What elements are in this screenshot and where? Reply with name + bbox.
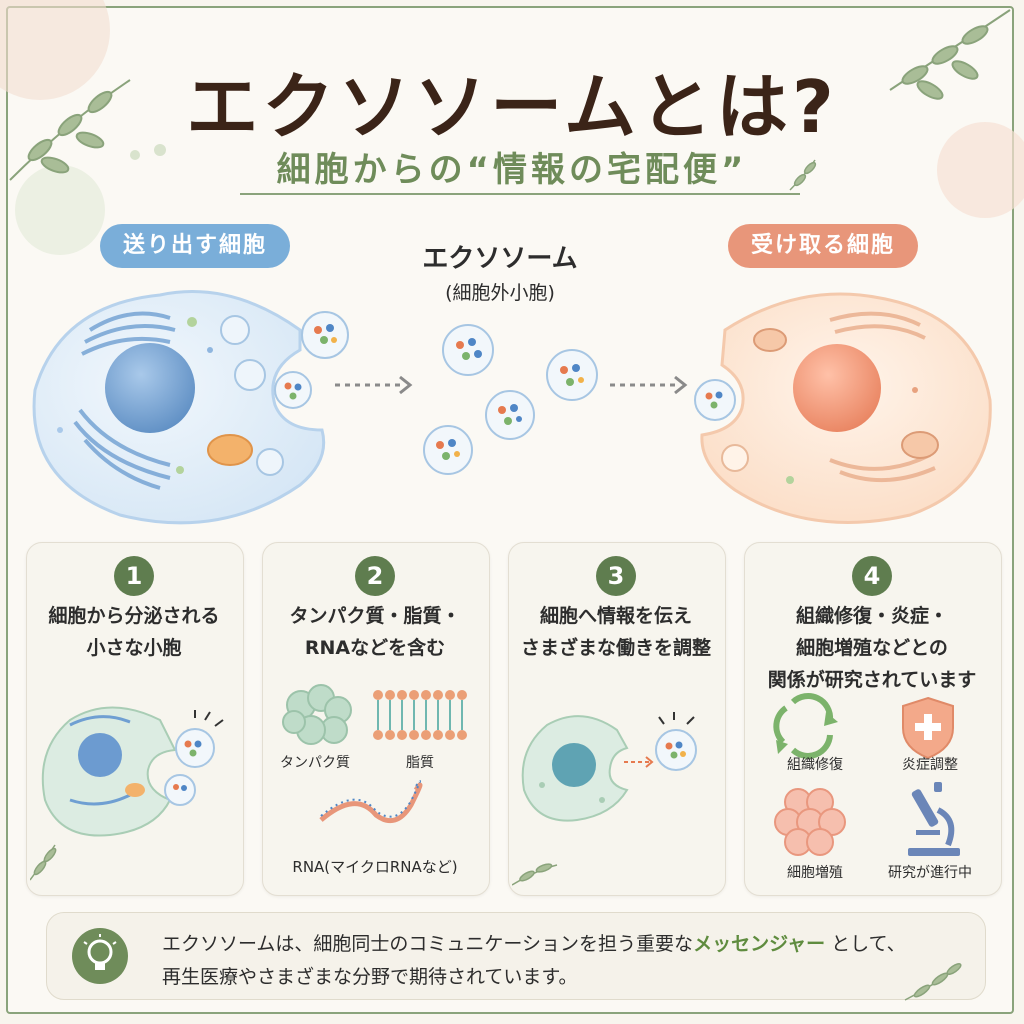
protein-icon [282,684,352,745]
repair-label: 組織修復 [787,757,843,773]
leaf-branch-icon [889,9,1011,100]
cell-cluster-icon [774,788,846,856]
page-title: エクソソームとは? [186,65,838,149]
nucleus-icon [793,344,881,432]
summary-box [46,912,986,1000]
arrow-right-icon [335,375,688,395]
sender-cell [32,290,326,525]
research-area-icons [773,693,960,856]
proliferation-label: 細胞増殖 [787,865,843,881]
lipid-label: 脂質 [406,755,434,771]
step-number-3: 3 [596,556,636,596]
step-number-4: 4 [852,556,892,596]
card-2-text: タンパク質・脂質・ RNAなどを含む [289,605,461,659]
lightbulb-icon [72,928,128,984]
nucleus-icon [105,343,195,433]
exosome-vesicles [274,311,598,475]
summary-text: エクソソームは、細胞同士のコミュニケーションを担う重要なメッセンジャー として、… [162,933,906,988]
protein-label: タンパク質 [280,755,350,771]
mitochondria-icon [901,431,939,459]
card-1-text: 細胞から分泌される 小さな小胞 [48,605,220,659]
page-subtitle: 細胞からの“情報の宅配便” [276,150,748,190]
inflammation-label: 炎症調整 [902,757,958,773]
molecule-illustrations [282,684,467,824]
microscope-icon [908,782,960,856]
card-3-text: 細胞へ情報を伝え さまざまな働きを調整 [520,605,711,659]
exosome-title: エクソソーム [422,244,578,274]
exosome-transfer-diagram [32,290,992,525]
rna-strand-icon [319,780,423,824]
step-number-1: 1 [114,556,154,596]
secreting-cell-illustration [30,706,224,881]
lipid-bilayer-icon [373,690,467,740]
leaf-sprig-icon [904,963,962,1001]
card-4-text: 組織修復・炎症・ 細胞増殖などとの 関係が研究されています [767,605,977,691]
exosome-subtitle: (細胞外小胞) [445,282,555,304]
shield-plus-icon [902,696,954,760]
recycle-icon [773,693,838,759]
subtitle-underline [240,193,800,195]
golgi-icon [73,311,176,490]
leaf-sprig-icon [512,863,558,886]
receiver-cell [694,292,992,524]
receiver-cell-label: 受け取る細胞 [728,224,918,268]
rna-label: RNA(マイクロRNAなど) [292,858,458,876]
leaf-sprig-icon [30,844,57,881]
research-label: 研究が進行中 [888,865,972,881]
golgi-icon [829,311,936,483]
leaf-sprig-icon [789,159,817,191]
leaf-branch-icon [9,79,131,181]
mitochondria-icon [207,434,253,466]
sender-cell-label: 送り出す細胞 [100,224,290,268]
card-3 [508,542,726,896]
messenger-highlight: メッセンジャー [693,933,826,955]
receiving-cell-illustration [512,712,697,886]
step-number-2: 2 [355,556,395,596]
